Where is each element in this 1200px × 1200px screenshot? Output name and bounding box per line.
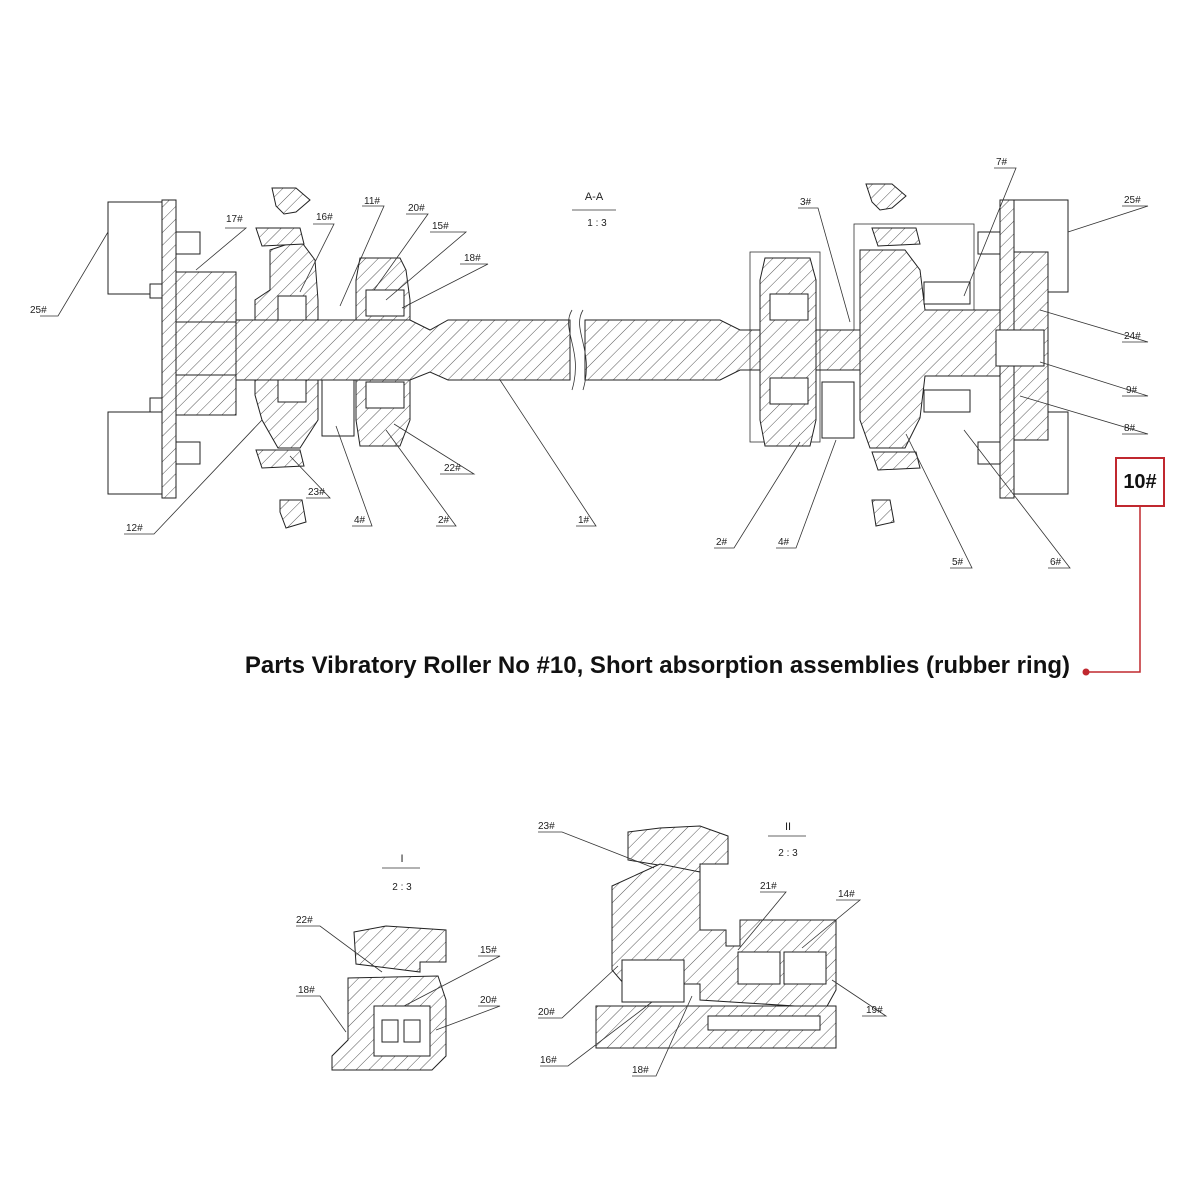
right-bearing-6 [923,389,971,413]
part-label: 2# [438,515,450,526]
detail-view-1: I 2 : 3 22# 15# 18# 20# [296,853,501,1071]
detail-1-title: I [400,853,403,865]
right-hub [859,249,1001,449]
right-housing-2 [759,257,817,447]
part-label: 18# [298,985,315,996]
right-cap-bottom [871,499,895,527]
detail-2-title: II [785,821,791,833]
part-label: 16# [316,212,333,223]
detail-1-scale: 2 : 3 [392,882,412,893]
part-label: 19# [866,1005,883,1016]
callout-connector [1086,507,1141,673]
part-label: 4# [778,537,790,548]
part-label: 5# [952,557,964,568]
detail-2-bearing-21 [737,951,781,985]
part-label: 25# [30,305,47,316]
left-housing-4 [321,377,355,437]
part-label: 18# [464,253,481,264]
rubber-ring-9 [995,329,1045,367]
part-label: 15# [432,221,449,232]
left-bearing-carrier [175,271,237,323]
detail-2-shaft-slot [707,1015,821,1031]
left-cap-top [271,187,311,215]
main-shaft [235,319,571,381]
part-label: 20# [480,995,497,1006]
right-housing-4 [821,381,855,439]
part-label: 14# [838,889,855,900]
right-cap-top [865,183,907,211]
left-clamp-top [255,227,305,247]
part-label: 2# [716,537,728,548]
left-flange-plate [161,199,177,499]
right-clamp-top [871,227,921,247]
part-label: 24# [1124,331,1141,342]
detail-2-scale: 2 : 3 [778,848,798,859]
left-bolt-bottom [175,441,201,465]
left-bearing-22 [365,381,405,409]
detail-view-2: II 2 : 3 23# 21# 14# 20# 19# 16# 18# [538,821,888,1077]
part-label: 3# [800,197,812,208]
part-label: 11# [364,196,380,207]
part-caption: Parts Vibratory Roller No #10, Short abs… [244,652,1070,679]
shaft-break-line [568,309,587,391]
left-bearing [277,295,307,321]
part-label: 7# [996,157,1008,168]
right-bolt-bottom [977,441,1001,465]
left-bearing-low [277,377,307,403]
main-view-scale: 1 : 3 [587,218,607,229]
part-label: 20# [538,1007,555,1018]
left-rubber-block-bottom [107,411,163,495]
part-label: 22# [444,463,461,474]
detail-2-bearing-16 [621,959,685,1003]
part-label: 15# [480,945,497,956]
detail-1-roller-left [381,1019,399,1043]
part-label: 18# [632,1065,649,1076]
detail-1-cap [353,925,447,973]
right-bearing-b [769,377,809,405]
main-shaft-right [584,319,861,381]
main-view-title: A-A [585,191,604,203]
left-bolt-mid-top [149,283,163,299]
part-label: 23# [308,487,325,498]
left-bolt-mid-bottom [149,397,163,413]
left-bearing-carrier-low [175,374,237,416]
part-label: 21# [760,881,777,892]
main-leaders [40,167,1149,569]
left-cap-bottom [279,499,307,529]
part-label: 22# [296,915,313,926]
right-clamp-bottom [871,451,921,471]
part-label: 6# [1050,557,1062,568]
main-part-labels: 25# 17# 16# 11# 20# 15# 18# 12# 23# 4# 2… [30,157,1141,568]
right-bearing-7 [923,281,971,305]
right-bearing-a [769,293,809,321]
part-label: 17# [226,214,243,225]
detail-2-cap [627,825,729,873]
part-label: 20# [408,203,425,214]
highlighted-part-number: 10# [1123,470,1157,493]
left-bearing-15 [365,289,405,317]
left-clamp-bottom [255,449,305,469]
left-bolt-top [175,231,201,255]
part-label: 23# [538,821,555,832]
part-label: 4# [354,515,366,526]
main-section-view: A-A 1 : 3 [30,157,1149,569]
detail-2-bearing-14 [783,951,827,985]
part-label: 9# [1126,385,1138,396]
part-label: 8# [1124,423,1136,434]
part-label: 12# [126,523,143,534]
part-label: 25# [1124,195,1141,206]
part-label: 1# [578,515,590,526]
part-label: 16# [540,1055,557,1066]
left-rubber-block-top [107,201,163,295]
highlighted-part-label: 10# [1115,457,1165,507]
callout-dot [1082,668,1090,676]
detail-1-roller-right [403,1019,421,1043]
